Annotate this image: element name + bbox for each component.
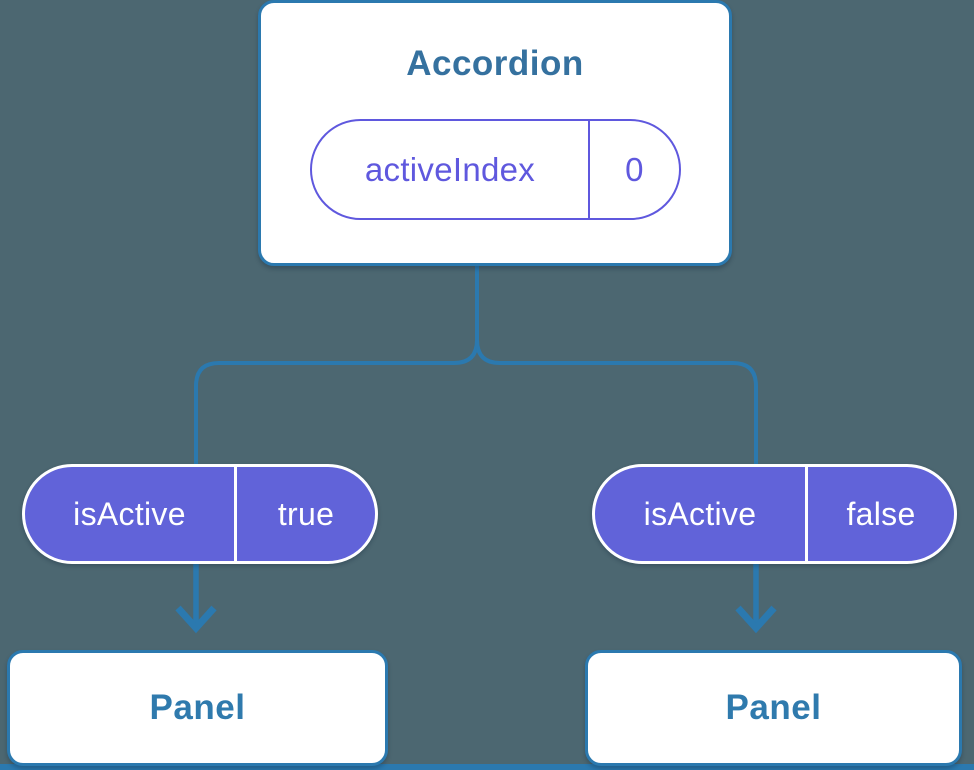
panel-box-left: Panel: [7, 650, 388, 766]
panel-box-right: Panel: [585, 650, 962, 766]
arrowhead-right-icon: [735, 605, 777, 634]
accordion-component-box: Accordion activeIndex 0: [258, 0, 732, 266]
prop-pill-label: isActive: [643, 495, 757, 532]
prop-pill-label: isActive: [73, 495, 186, 532]
connector-branch-right: [475, 266, 758, 470]
arrowhead-left-icon: [175, 605, 217, 634]
prop-pill-isactive-left: isActive true: [22, 464, 378, 564]
panel-title: Panel: [725, 688, 822, 727]
state-pill-activeindex: activeIndex 0: [310, 119, 681, 220]
prop-pill-isactive-right: isActive false: [592, 464, 957, 564]
bottom-edge-bar: [0, 764, 974, 770]
prop-pill-value: false: [805, 467, 954, 561]
accordion-title: Accordion: [406, 44, 584, 83]
connector-branch-left: [194, 266, 479, 470]
panel-title: Panel: [149, 688, 246, 727]
state-pill-label: activeIndex: [364, 150, 536, 188]
prop-pill-value: true: [234, 467, 375, 561]
state-pill-value: 0: [588, 121, 679, 218]
